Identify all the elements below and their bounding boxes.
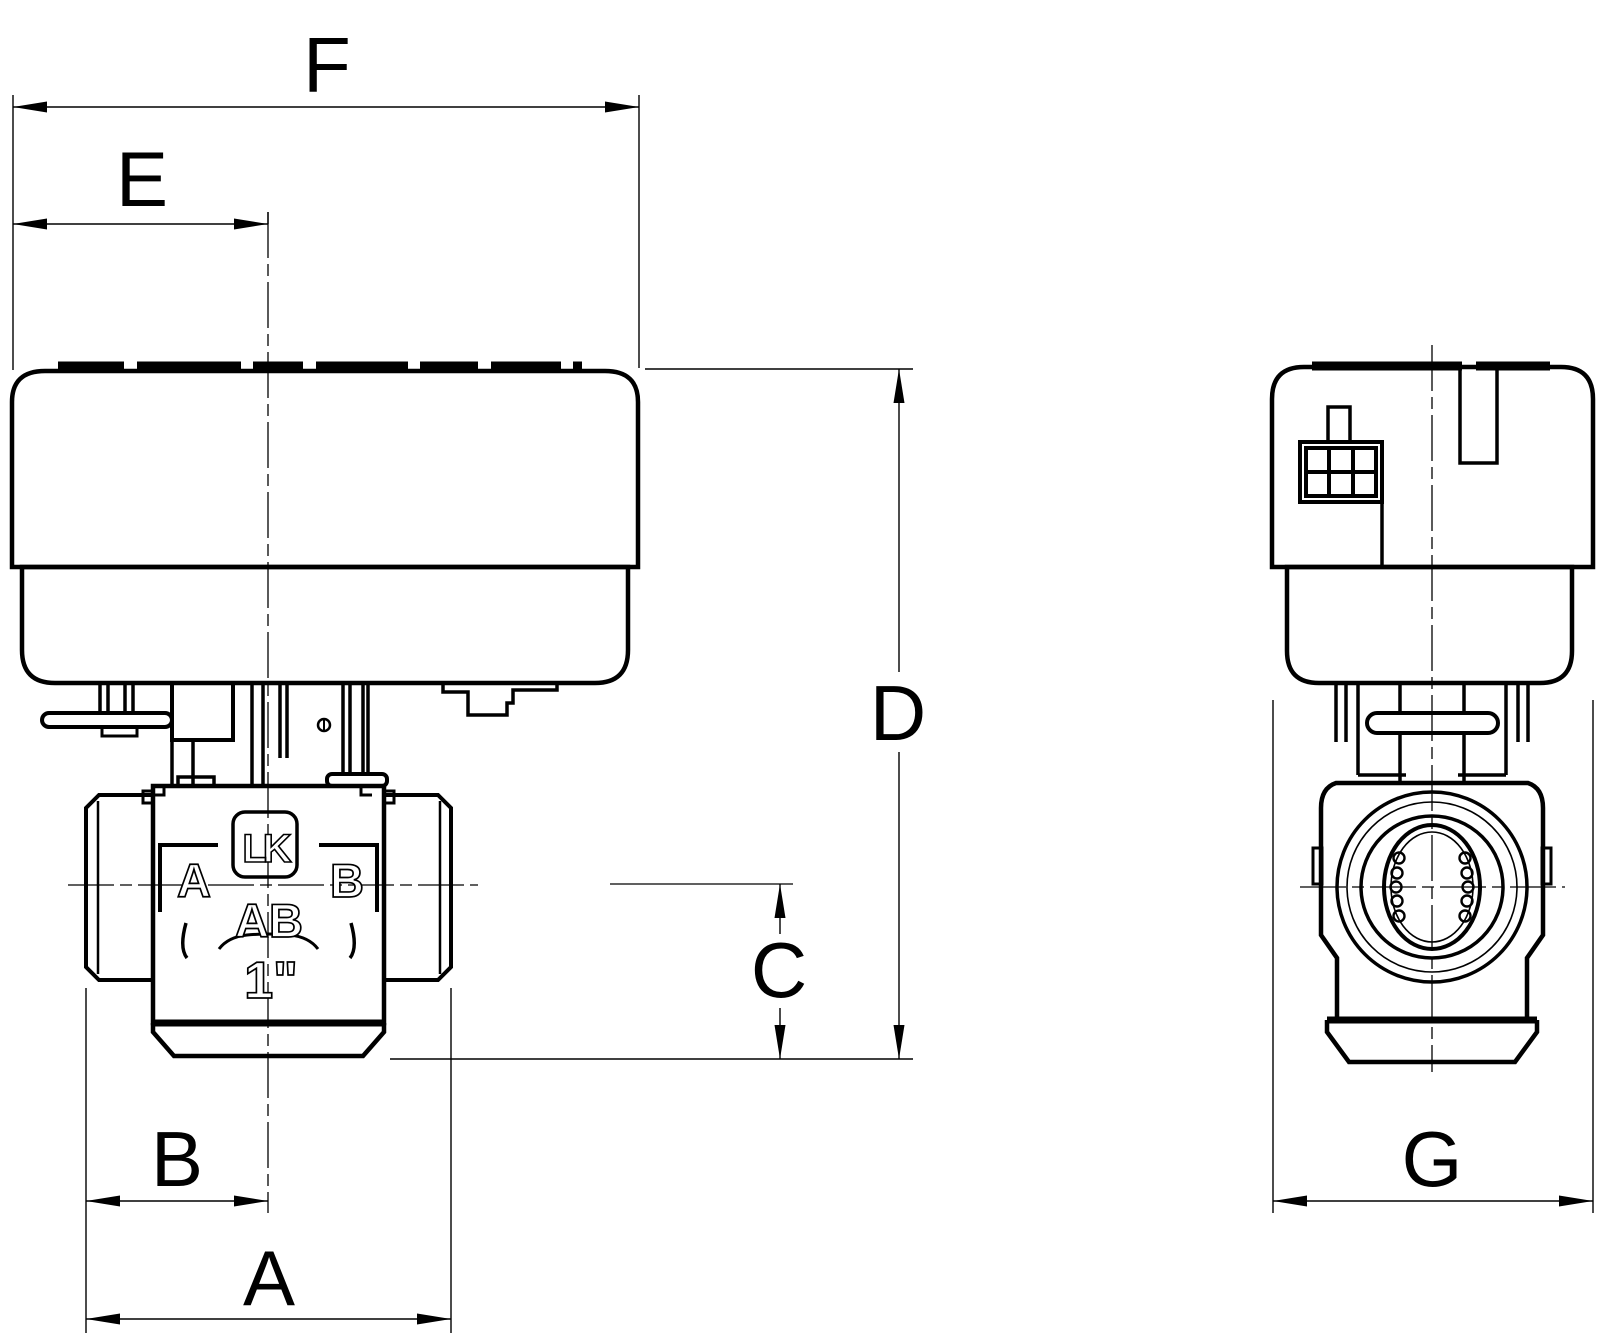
dim-label-f: F xyxy=(303,21,351,109)
dimension-e: E xyxy=(13,135,268,230)
side-actuator-lower-housing xyxy=(1284,564,1575,686)
connector-block xyxy=(1298,440,1384,504)
port-face xyxy=(1335,790,1529,984)
side-actuator xyxy=(1269,361,1596,686)
side-bottom-cap xyxy=(1324,1020,1540,1065)
side-body-tab-left xyxy=(1311,846,1324,886)
dimension-b: B xyxy=(86,1115,268,1207)
side-valve-body xyxy=(1311,780,1553,1065)
front-actuator-upper-housing xyxy=(9,368,641,570)
side-lever-end xyxy=(1365,711,1500,735)
actuator-slot xyxy=(1458,367,1499,465)
port-opening-outer xyxy=(1382,823,1482,951)
port-nut-left xyxy=(84,793,153,982)
port-ab-letter: AB xyxy=(235,894,303,947)
lower-bracket-marks xyxy=(181,922,356,960)
front-yoke xyxy=(40,681,559,788)
stem-column xyxy=(170,740,195,786)
port-flange-mid-circle xyxy=(1346,801,1518,973)
port-b-letter: B xyxy=(330,854,364,907)
stem-screw-icon xyxy=(316,717,332,733)
side-yoke-frame xyxy=(1356,683,1508,777)
lk-logo-icon xyxy=(231,810,299,879)
side-view xyxy=(1269,345,1596,1072)
body-top-notches xyxy=(153,787,372,797)
dim-label-a: A xyxy=(243,1234,295,1322)
dim-label-g: G xyxy=(1402,1115,1463,1203)
port-a-letter: A xyxy=(177,854,211,907)
side-actuator-upper-housing xyxy=(1269,364,1596,570)
dim-label-d: D xyxy=(870,669,926,757)
dimension-f: F xyxy=(13,21,639,113)
port-flange-inner-circle xyxy=(1359,814,1505,960)
lever-posts xyxy=(98,683,135,713)
manual-override-lever xyxy=(40,711,174,729)
dimension-d: D xyxy=(870,369,926,1059)
dimension-g: G xyxy=(1273,1115,1593,1207)
connector-grid-lines xyxy=(1306,448,1376,496)
front-actuator-lower-housing xyxy=(19,564,631,686)
valve-stem-lines xyxy=(250,683,289,786)
front-valve-body: LK A B AB 1" xyxy=(84,783,453,1059)
connector-stem xyxy=(1326,405,1352,444)
side-body-tab-right xyxy=(1540,846,1553,886)
cable-gland-bracket xyxy=(441,683,559,717)
lk-logo-text: LK xyxy=(242,827,291,871)
dimension-c: C xyxy=(751,884,807,1059)
dim-label-e: E xyxy=(116,135,168,223)
side-yoke-inner-posts xyxy=(1398,683,1466,783)
port-flange-outer-circle xyxy=(1335,790,1529,984)
dimension-a: A xyxy=(86,1234,451,1325)
port-nut-right xyxy=(384,793,453,982)
thread-scallops xyxy=(1389,851,1475,923)
front-actuator xyxy=(9,361,641,686)
valve-cast-markings: LK A B AB 1" xyxy=(158,810,379,1011)
bottom-cap xyxy=(150,1023,387,1059)
flow-arc-mark xyxy=(217,932,320,950)
stem-housing-block xyxy=(170,681,235,742)
extension-lines xyxy=(12,95,1594,1333)
side-yoke-outer-posts xyxy=(1334,683,1530,742)
dim-label-c: C xyxy=(751,926,807,1014)
lever-stop-block xyxy=(100,725,139,738)
dimension-lines: F E D C B A G xyxy=(13,21,1593,1325)
front-view: LK A B AB 1" xyxy=(9,212,793,1213)
valve-size-text: 1" xyxy=(244,952,298,1010)
port-bracket-marks xyxy=(158,843,379,912)
side-yoke xyxy=(1334,683,1530,783)
dim-label-b: B xyxy=(151,1115,203,1203)
yoke-plates xyxy=(341,683,370,773)
front-centerlines xyxy=(68,212,793,1213)
